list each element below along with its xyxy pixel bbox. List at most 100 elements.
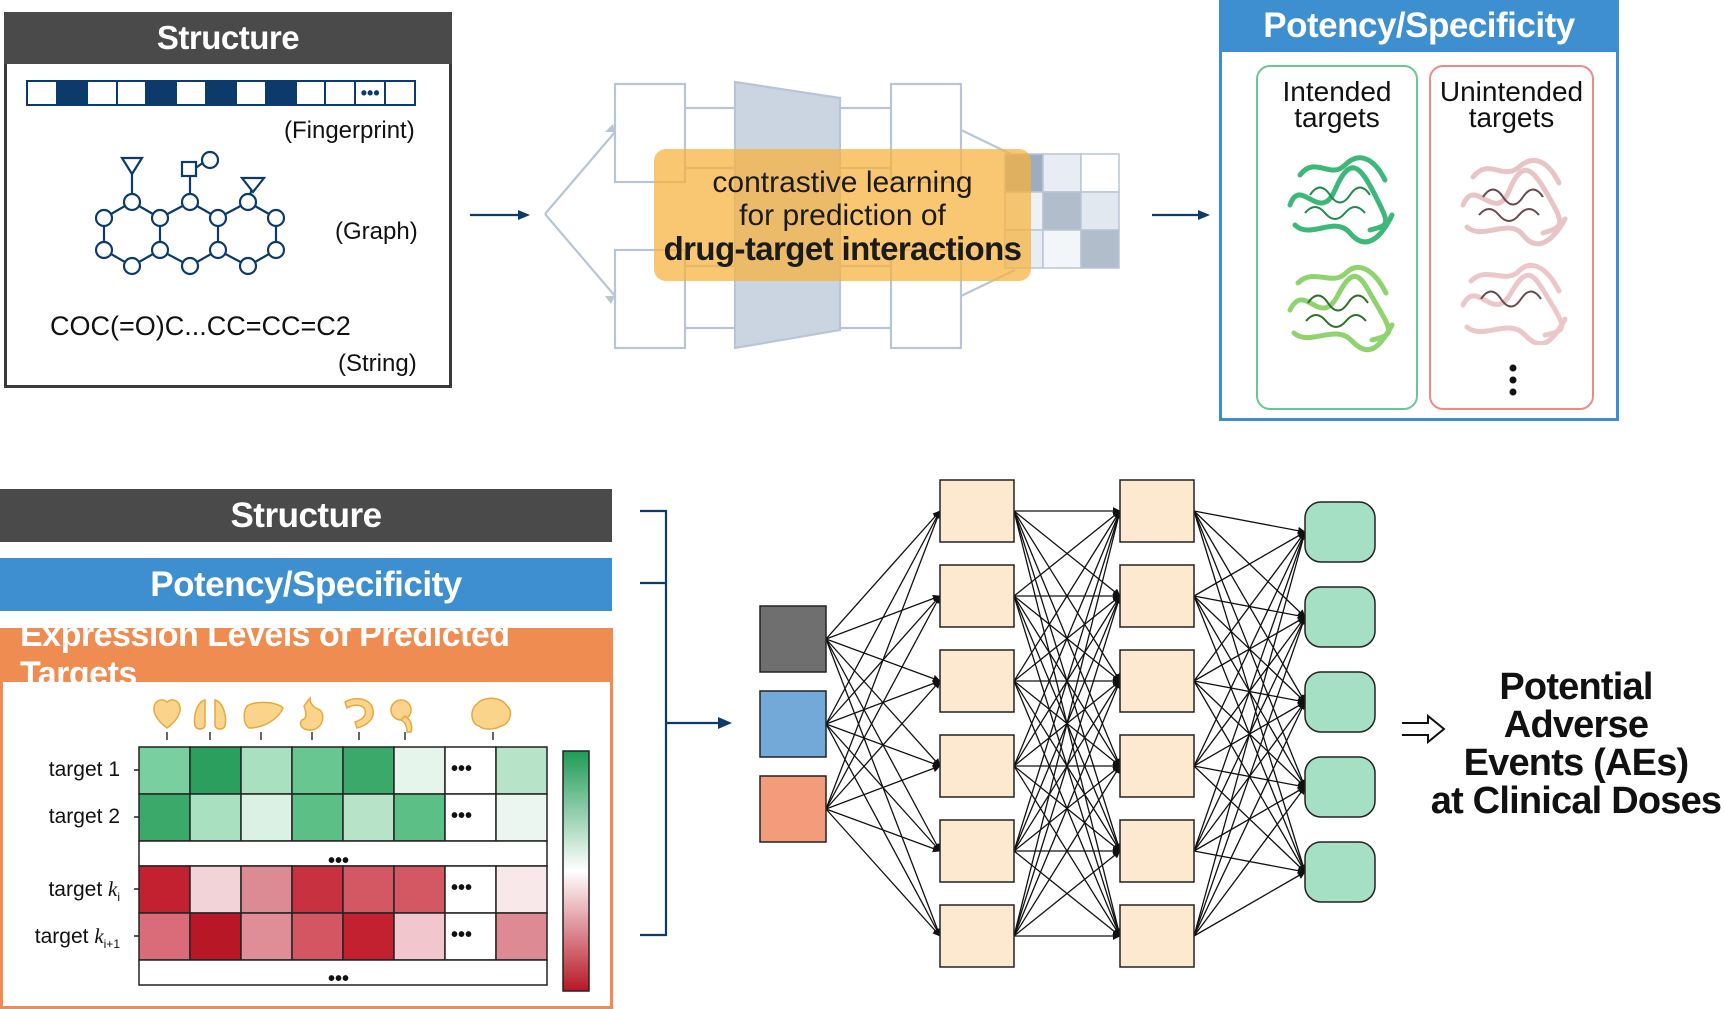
unintended-targets-title: Unintended targets [1431,76,1592,132]
heatmap-cell [495,912,548,961]
heatmap-cell [240,793,293,842]
heatmap-cell [291,865,344,914]
fingerprint-ellipsis: ••• [356,82,387,104]
hidden-node-layer-2 [1119,564,1195,628]
heatmap-cell [393,865,446,914]
hidden-node-layer-2 [1119,479,1195,543]
banner-line-3: drug-target interactions [663,229,1022,267]
hidden-node-layer-1 [939,479,1015,543]
ellipsis: ••• [451,877,473,899]
implies-arrow-icon [1402,713,1446,745]
ellipsis: ••• [328,850,350,872]
hidden-node-layer-2 [1119,734,1195,798]
heatmap-colorbar [562,750,590,992]
banner-line-2: for prediction of [739,198,946,232]
intended-targets-box: Intended targets [1256,65,1418,410]
fingerprint-bit [177,82,208,104]
hidden-node-layer-2 [1119,904,1195,968]
structure-panel-title: Structure [4,12,452,64]
heatmap-cell [342,793,395,842]
heatmap-cell [291,793,344,842]
hidden-node-layer-1 [939,904,1015,968]
arrow-right-icon [470,210,530,220]
hidden-node-layer-1 [939,734,1015,798]
ellipsis: ••• [451,924,473,946]
fingerprint-bit [266,82,297,104]
heatmap-cell [444,746,497,795]
brain-icon [471,697,512,730]
fingerprint-bitvector: ••• [26,80,416,106]
heatmap-cell [189,746,242,795]
heatmap-cell [393,912,446,961]
protein-structure-icon [1287,155,1395,245]
input-bracket [640,509,732,937]
heatmap-cell [189,793,242,842]
fingerprint-bit [57,82,88,104]
heatmap-cell [495,865,548,914]
protein-structure-icon [1287,264,1395,353]
fingerprint-bit [386,82,414,104]
ellipsis: ••• [328,968,350,990]
neural-network-diagram [759,479,1376,968]
input-node-potency [759,690,827,758]
ae-line-2: Events (AEs) [1463,742,1690,784]
output-node [1304,841,1376,903]
heart-icon [153,699,181,729]
smiles-string: COC(=O)C...CC=CC=C2 [50,311,351,341]
intended-line-1: Intended [1282,76,1392,107]
arrow-right-icon [1152,210,1210,220]
molecular-graph-icon [94,150,286,276]
fingerprint-bit [236,82,267,104]
heatmap-cell [138,865,191,914]
intestine-icon [344,697,374,729]
heatmap-cell [291,746,344,795]
heatmap-cell [138,912,191,961]
heatmap-cell [189,865,242,914]
hidden-node-layer-2 [1119,819,1195,883]
graph-label: (Graph) [335,218,418,245]
row-label-target-2: target 2 [48,805,120,828]
output-node [1304,501,1376,563]
fingerprint-label: (Fingerprint) [284,117,415,144]
fingerprint-bit [326,82,357,104]
output-node [1304,586,1376,648]
heatmap-cell [393,793,446,842]
input-node-expression [759,775,827,843]
heatmap-cell [444,793,497,842]
stomach-icon [299,695,324,731]
heatmap-cell [495,793,548,842]
pancreas-icon [390,699,413,733]
fingerprint-bit [147,82,178,104]
liver-icon [243,701,284,729]
expression-heatmap [134,746,548,986]
heatmap-cell [393,746,446,795]
contrastive-learning-banner: contrastive learning for prediction of d… [654,149,1031,281]
potency-panel-title: Potency/Specificity [1219,0,1619,52]
structure-feature-bar: Structure [0,489,612,542]
intended-line-2: targets [1294,102,1380,133]
row-label-target-ki1: target ki+1 [34,924,120,952]
expression-panel-title: Expression Levels of Predicted Targets [0,616,613,693]
unintended-line-1: Unintended [1439,76,1584,107]
fingerprint-bit [117,82,148,104]
input-node-structure [759,605,827,673]
row-label-target-ki: target ki [48,877,120,905]
heatmap-cell [240,912,293,961]
unintended-targets-box: Unintended targets [1429,65,1594,410]
hidden-node-layer-1 [939,564,1015,628]
potency-feature-bar: Potency/Specificity [0,558,612,611]
adverse-events-title: Potential Adverse Events (AEs) at Clinic… [1428,668,1724,820]
heatmap-cell [189,912,242,961]
hidden-node-layer-1 [939,649,1015,713]
heatmap-cell [342,912,395,961]
row-label-target-1: target 1 [48,758,120,781]
output-node [1304,671,1376,733]
heatmap-cell [495,746,548,795]
heatmap-cell [240,746,293,795]
hidden-node-layer-2 [1119,649,1195,713]
protein-structure-icon [1460,262,1568,345]
output-node [1304,756,1376,818]
protein-structure-icon [1460,158,1568,247]
ellipsis: ••• [451,758,473,780]
fingerprint-bit [207,82,237,104]
